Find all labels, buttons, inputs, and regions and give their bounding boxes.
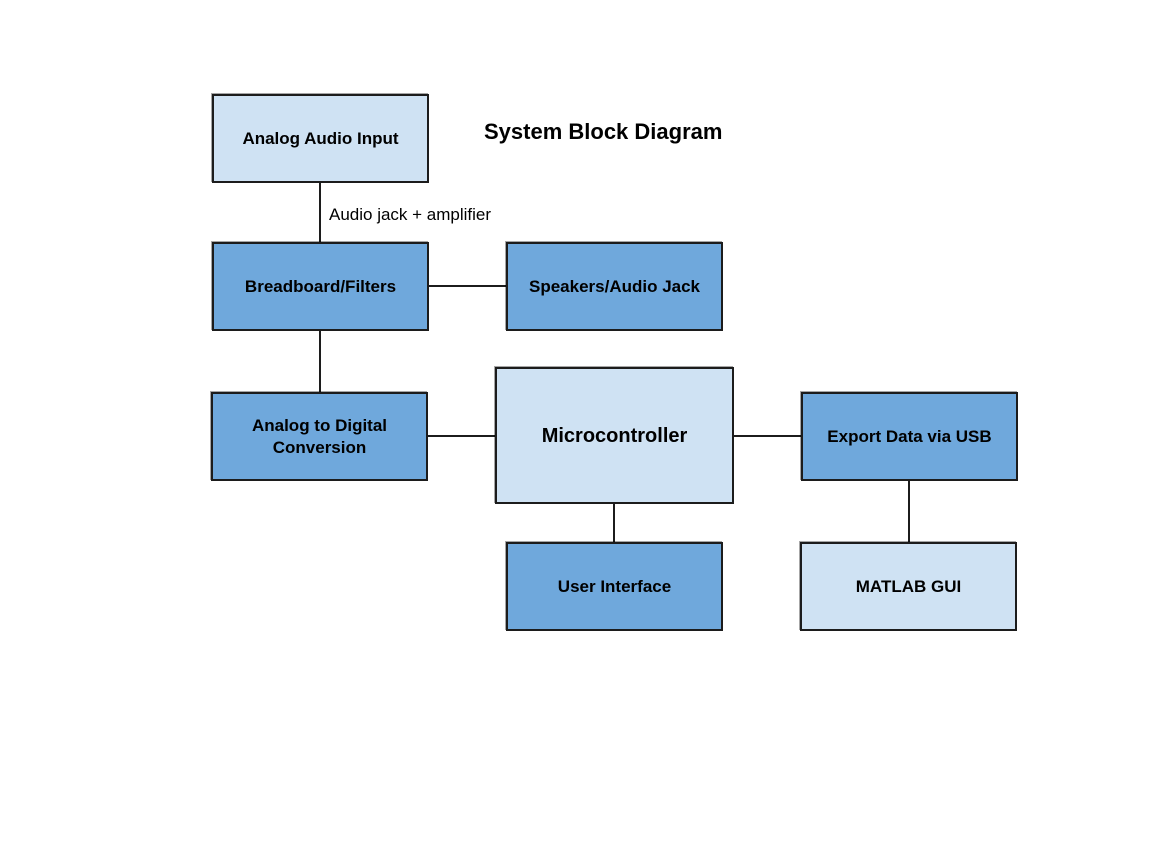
block-matlab-gui: MATLAB GUI [800, 542, 1017, 631]
connector-breadboard-to-adc [319, 330, 321, 392]
block-label: Microcontroller [541, 425, 688, 447]
connector-microcontroller-to-ui [613, 503, 615, 543]
block-microcontroller: Microcontroller [495, 367, 734, 504]
connector-label-audio-jack: Audio jack + amplifier [329, 205, 492, 224]
block-label-line1: Analog to Digital [251, 415, 388, 435]
diagram-title: System Block Diagram [484, 119, 723, 144]
block-label: User Interface [557, 576, 672, 596]
block-label: Breadboard/Filters [244, 276, 397, 296]
block-label: Analog Audio Input [242, 128, 399, 148]
block-label-line2: Conversion [272, 437, 367, 457]
block-label: MATLAB GUI [855, 576, 962, 596]
block-label: Speakers/Audio Jack [528, 276, 701, 296]
connector-input-to-breadboard [319, 182, 321, 242]
block-speakers-audio-jack: Speakers/Audio Jack [506, 242, 723, 331]
block-analog-to-digital: Analog to Digital Conversion [211, 392, 428, 481]
connector-usb-to-matlab [908, 480, 910, 543]
block-analog-audio-input: Analog Audio Input [212, 94, 429, 183]
connector-adc-to-microcontroller [427, 435, 495, 437]
connector-breadboard-to-speakers [428, 285, 506, 287]
block-label: Export Data via USB [827, 426, 992, 446]
block-export-data-usb: Export Data via USB [801, 392, 1018, 481]
block-breadboard-filters: Breadboard/Filters [212, 242, 429, 331]
block-user-interface: User Interface [506, 542, 723, 631]
connector-microcontroller-to-usb [733, 435, 801, 437]
